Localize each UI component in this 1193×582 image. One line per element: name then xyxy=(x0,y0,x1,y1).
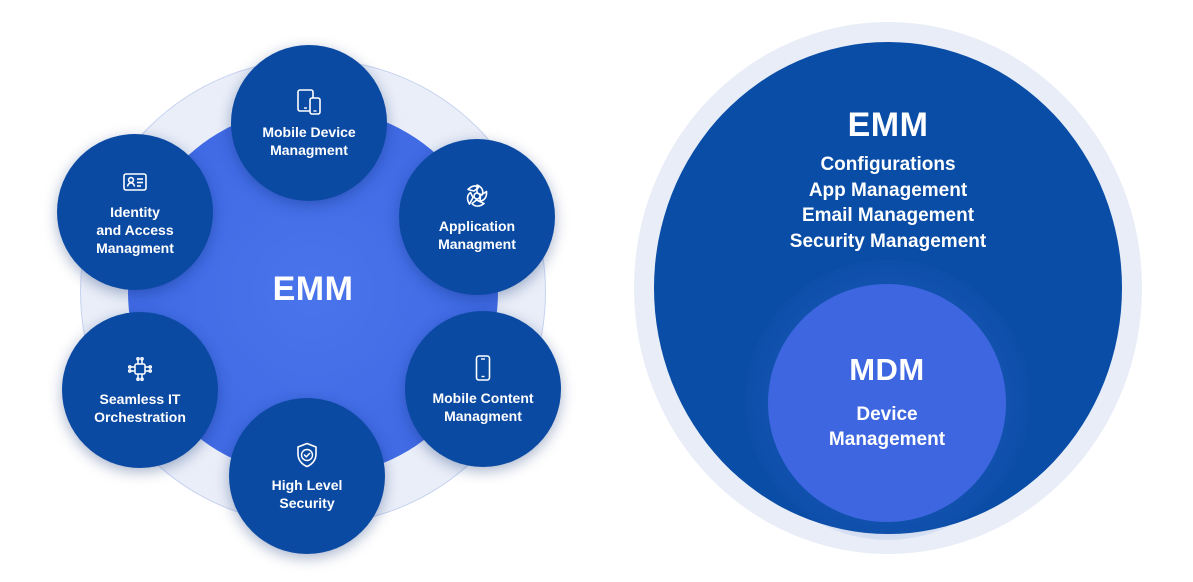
id-card-icon xyxy=(123,172,147,191)
mdm-circle xyxy=(768,284,1006,522)
node-label: Mobile Content Managment xyxy=(432,389,534,424)
smartphone-icon xyxy=(475,354,491,381)
emm-title: EMM xyxy=(847,106,929,144)
emm-feature-item: Configurations xyxy=(820,154,956,175)
node-label: Application Managment xyxy=(438,217,516,252)
tablet-phone-icon xyxy=(297,88,321,115)
emm-components-diagram: EMM Mobile Device Managment Application … xyxy=(57,45,561,554)
node-mobile-content-management: Mobile Content Managment xyxy=(405,311,561,467)
mdm-subtitle: Device Management xyxy=(828,404,946,450)
node-high-level-security: High Level Security xyxy=(229,398,385,554)
node-label: Seamless IT Orchestration xyxy=(94,390,186,425)
emm-feature-item: Security Management xyxy=(789,230,987,252)
node-application-management: Application Managment xyxy=(399,139,555,295)
mdm-title: MDM xyxy=(849,352,925,387)
node-label: Mobile Device Managment xyxy=(262,123,356,158)
emm-feature-list: Configurations App Management Email Mana… xyxy=(740,152,1036,254)
node-label: Identity and Access Managment xyxy=(96,203,174,256)
node-identity-access-management: Identity and Access Managment xyxy=(57,134,213,290)
node-mobile-device-management: Mobile Device Managment xyxy=(231,45,387,201)
shield-check-icon xyxy=(297,442,317,467)
emm-feature-item: App Management xyxy=(808,179,968,201)
node-seamless-it-orchestration: Seamless IT Orchestration xyxy=(62,312,218,468)
node-label: High Level Security xyxy=(271,476,343,511)
emm-feature-item: Email Management xyxy=(801,205,975,226)
emm-center-label: EMM xyxy=(272,270,354,308)
chip-icon xyxy=(127,356,153,381)
aperture-icon xyxy=(466,183,488,207)
